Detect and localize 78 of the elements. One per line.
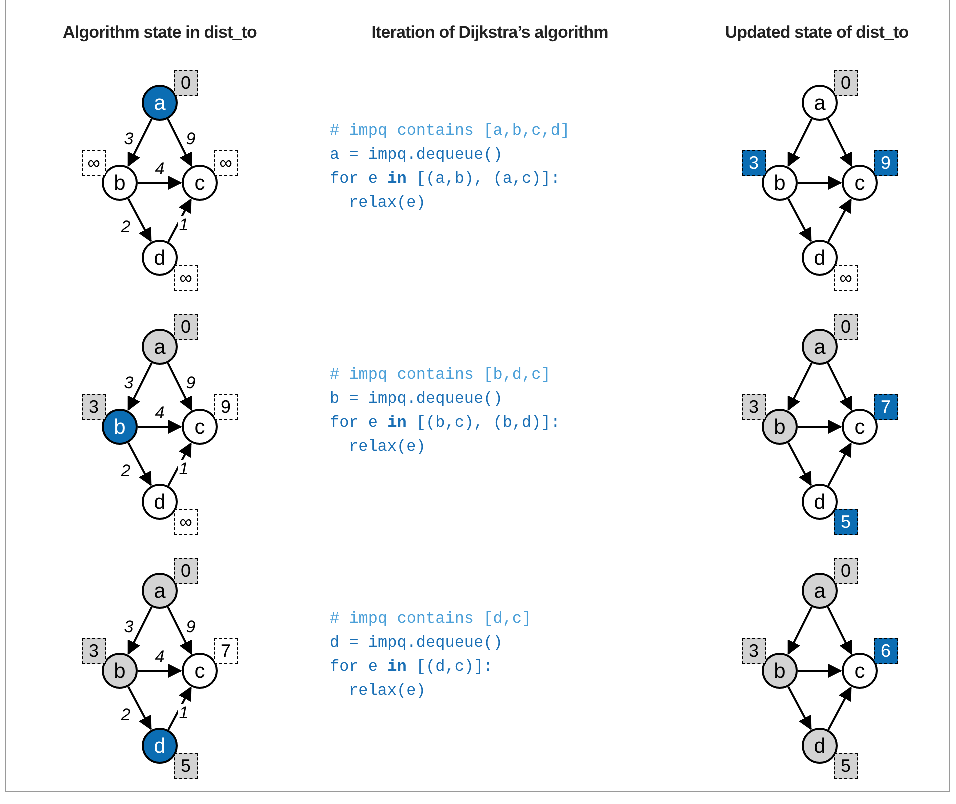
code-line: d = impq.dequeue() bbox=[330, 635, 503, 651]
distance-box: 3 bbox=[742, 638, 766, 664]
arrow bbox=[168, 198, 192, 243]
arrow bbox=[828, 442, 852, 487]
edge-label: 3 bbox=[123, 618, 135, 636]
arrow bbox=[798, 176, 842, 190]
column-heading: Updated state of dist_to bbox=[725, 22, 909, 44]
distance-box: 3 bbox=[742, 394, 766, 420]
code-line: for e in [(d,c)]: bbox=[330, 659, 494, 675]
code-comment: # impq contains [d,c] bbox=[330, 611, 532, 627]
distance-box: ∞ bbox=[214, 150, 238, 176]
column-heading: Iteration of Dijkstra’s algorithm bbox=[372, 22, 608, 44]
distance-box: 0 bbox=[834, 314, 858, 340]
distance-box: 9 bbox=[874, 150, 898, 176]
distance-box: 5 bbox=[834, 753, 858, 779]
arrow bbox=[167, 118, 192, 168]
distance-box: 9 bbox=[214, 394, 238, 420]
arrow bbox=[798, 420, 842, 434]
edge-label: 2 bbox=[120, 706, 132, 724]
distance-box: ∞ bbox=[174, 509, 198, 535]
arrow bbox=[128, 118, 153, 168]
code-line: relax(e) bbox=[349, 195, 426, 211]
arrow bbox=[138, 664, 182, 678]
distance-box: 5 bbox=[174, 753, 198, 779]
distance-box: ∞ bbox=[82, 150, 106, 176]
arrow bbox=[138, 420, 182, 434]
arrow bbox=[167, 362, 192, 412]
arrow bbox=[128, 362, 153, 412]
distance-box: 0 bbox=[174, 558, 198, 584]
code-comment: # impq contains [b,d,c] bbox=[330, 367, 551, 383]
distance-box: 6 bbox=[874, 638, 898, 664]
edge-label: 9 bbox=[185, 374, 197, 392]
arrow bbox=[168, 442, 192, 487]
arrow bbox=[798, 664, 842, 678]
distance-box: 3 bbox=[82, 394, 106, 420]
arrow bbox=[128, 606, 153, 656]
edge-label: 4 bbox=[154, 160, 166, 178]
distance-box: 0 bbox=[834, 70, 858, 96]
edge-label: 3 bbox=[123, 374, 135, 392]
edge-label: 3 bbox=[123, 130, 135, 148]
arrow bbox=[168, 686, 192, 731]
distance-box: ∞ bbox=[174, 265, 198, 291]
edge-label: 4 bbox=[154, 404, 166, 422]
edge-label: 9 bbox=[185, 618, 197, 636]
arrow bbox=[827, 606, 852, 656]
distance-box: 0 bbox=[834, 558, 858, 584]
arrow bbox=[827, 362, 852, 412]
distance-box: ∞ bbox=[834, 265, 858, 291]
distance-box: 7 bbox=[874, 394, 898, 420]
code-line: for e in [(b,c), (b,d)]: bbox=[330, 415, 560, 431]
code-line: relax(e) bbox=[349, 439, 426, 455]
edge-label: 1 bbox=[178, 460, 190, 478]
column-heading: Algorithm state in dist_to bbox=[63, 22, 257, 44]
code-line: relax(e) bbox=[349, 683, 426, 699]
code-line: for e in [(a,b), (a,c)]: bbox=[330, 171, 560, 187]
code-comment: # impq contains [a,b,c,d] bbox=[330, 123, 570, 139]
distance-box: 3 bbox=[742, 150, 766, 176]
arrow bbox=[167, 606, 192, 656]
distance-box: 3 bbox=[82, 638, 106, 664]
distance-box: 7 bbox=[214, 638, 238, 664]
edge-label: 2 bbox=[120, 462, 132, 480]
edge-label: 1 bbox=[178, 704, 190, 722]
arrow bbox=[828, 198, 852, 243]
distance-box: 0 bbox=[174, 70, 198, 96]
arrow bbox=[827, 118, 852, 168]
arrow bbox=[138, 176, 182, 190]
distance-box: 0 bbox=[174, 314, 198, 340]
code-line: a = impq.dequeue() bbox=[330, 147, 503, 163]
edge-label: 9 bbox=[185, 130, 197, 148]
arrow bbox=[788, 362, 813, 412]
edge-label: 1 bbox=[178, 216, 190, 234]
edge-label: 4 bbox=[154, 648, 166, 666]
edge-label: 2 bbox=[120, 218, 132, 236]
arrow bbox=[788, 606, 813, 656]
distance-box: 5 bbox=[834, 509, 858, 535]
code-line: b = impq.dequeue() bbox=[330, 391, 503, 407]
arrow bbox=[828, 686, 852, 731]
arrow bbox=[788, 118, 813, 168]
